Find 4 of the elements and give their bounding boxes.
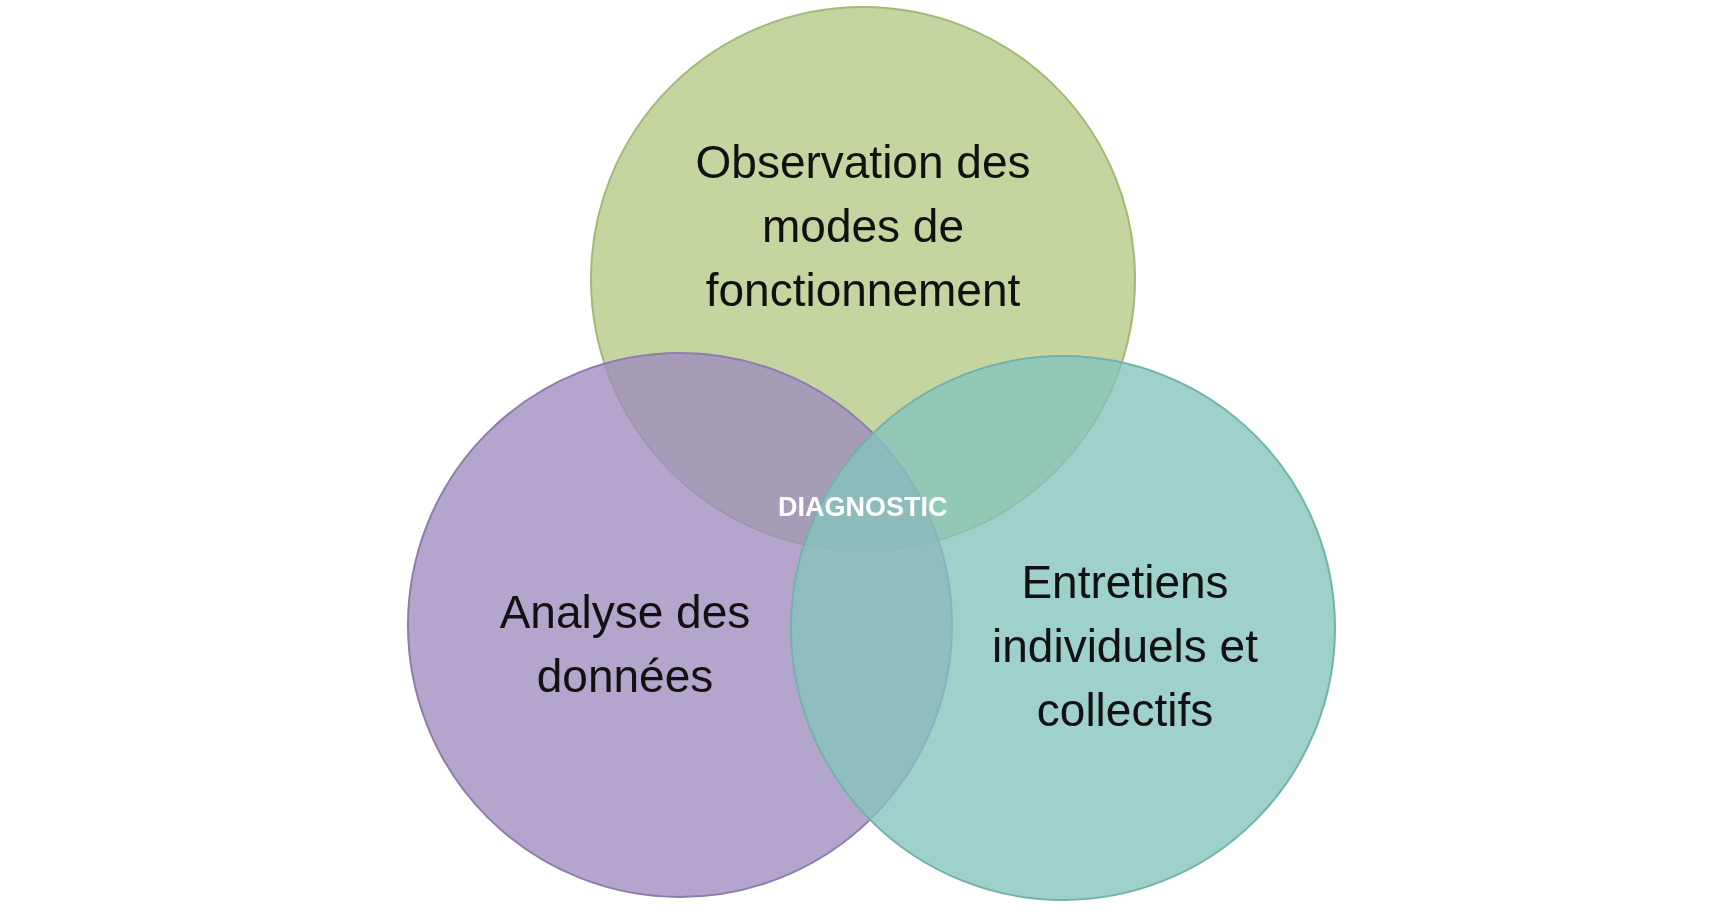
circle-text: Analyse des données xyxy=(498,585,752,704)
circle-text: Entretiens individuels et collectifs xyxy=(991,555,1259,738)
circle-text: Observation des modes de fonctionnement xyxy=(694,135,1032,318)
center-label: DIAGNOSTIC xyxy=(778,492,948,523)
